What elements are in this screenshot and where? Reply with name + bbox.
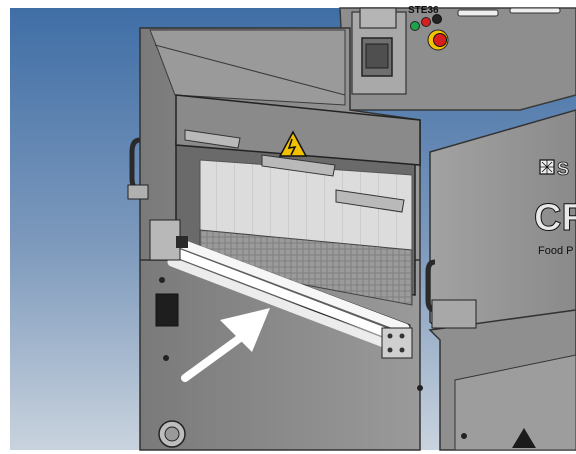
subtitle-partial-text: Food P [538, 245, 573, 257]
cable-gland-icon [158, 420, 186, 448]
left-handle[interactable] [127, 137, 149, 200]
roller-bracket [176, 236, 188, 248]
brand-logo-icon [539, 159, 555, 175]
oven-opening [175, 94, 421, 306]
control-panel-box: STE36 [339, 5, 576, 111]
right-housing: S CR Food P [428, 109, 576, 451]
bolt [417, 385, 423, 391]
red-indicator [421, 17, 431, 27]
model-partial-text: CR [534, 197, 576, 239]
brand-partial-text: S [557, 159, 569, 179]
control-panel-label: STE36 [408, 5, 439, 16]
green-indicator [410, 21, 420, 31]
black-indicator [432, 14, 442, 24]
bolt [159, 277, 165, 283]
nameplate [155, 293, 179, 327]
top-hatch [359, 7, 397, 29]
bolt [163, 355, 169, 361]
electrical-hazard-icon [278, 130, 308, 157]
right-handle[interactable] [425, 259, 477, 329]
bolt [461, 433, 467, 439]
pointer-arrow-icon [181, 308, 270, 382]
emergency-stop-button[interactable] [427, 29, 449, 51]
roller-tubes [149, 219, 413, 359]
